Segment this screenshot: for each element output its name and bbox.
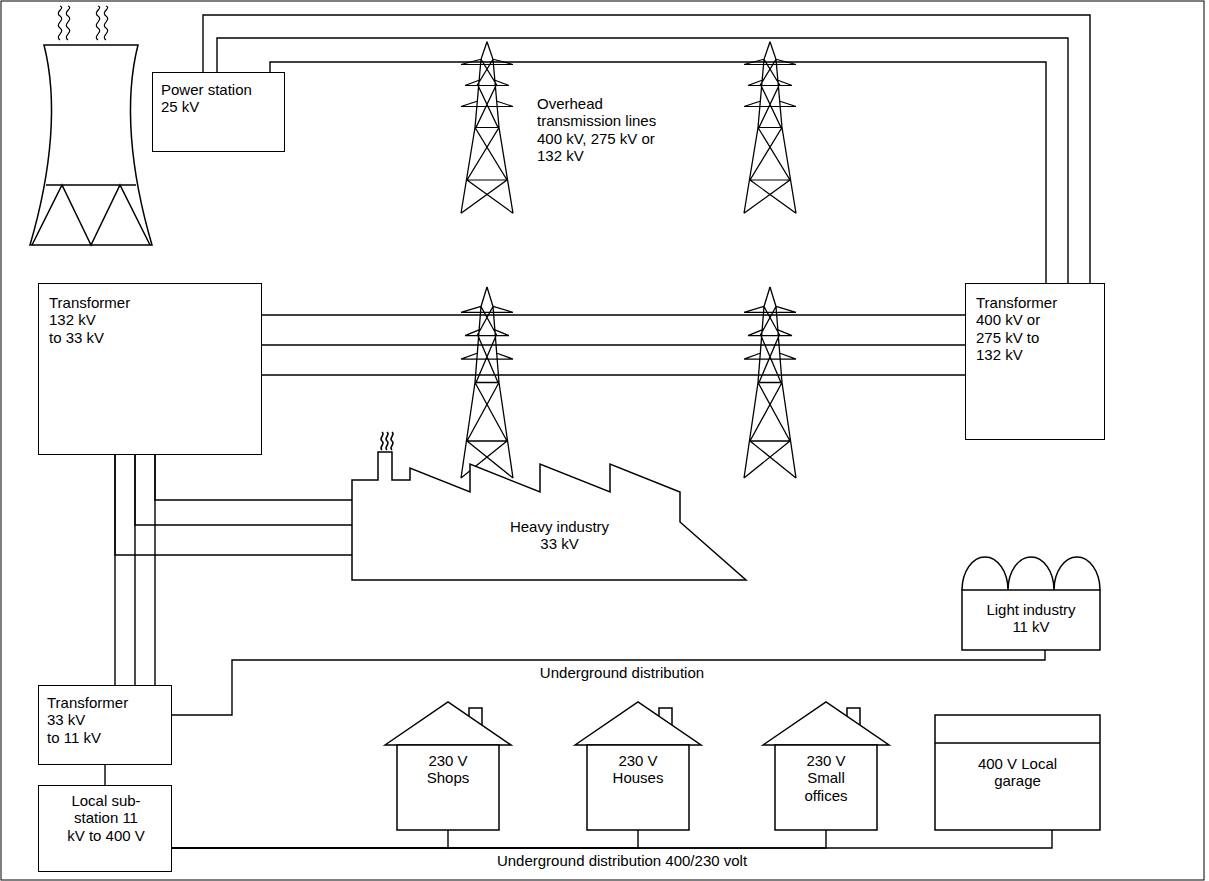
line-label: Underground distribution [520,664,724,681]
house-body [397,745,499,830]
house-node: 230 V Small offices [761,700,891,830]
line-label: Underground distribution 400/230 volt [455,852,789,869]
process-box: Local sub-station 11 kV to 400 V [38,785,172,872]
node-text: 230 V Small offices [796,752,856,804]
node-text: Transformer 33 kV to 11 kV [47,694,131,746]
roof-domes [962,557,1100,590]
process-box: Transformer 400 kV or 275 kV to 132 kV [965,283,1105,440]
house-body [775,745,877,830]
power-line [104,765,105,785]
power-line [172,830,448,848]
tower-base [32,185,150,245]
house-roof [575,702,701,745]
house-roof [763,702,889,745]
house-node: 230 V Houses [573,700,703,830]
factory-outline [352,452,746,580]
power-line [172,830,826,848]
process-box: Transformer 132 kV to 33 kV [38,283,262,455]
process-box: Power station 25 kV [152,72,285,152]
process-box: Transformer 33 kV to 11 kV [38,685,172,765]
node-text: Local sub-station 11 kV to 400 V [65,792,147,844]
garage-outline [935,715,1100,830]
house-node: 230 V Shops [383,700,513,830]
tower-outline [30,45,152,245]
pylon [461,42,513,214]
node-text: 230 V Houses [608,752,668,787]
power-line [262,315,965,375]
power-line [172,830,1052,848]
power-line [115,455,352,555]
power-line [172,830,638,848]
power-line [115,455,155,685]
node-text: Power station 25 kV [161,81,266,116]
garage-band [935,742,1100,744]
line-label: Overhead transmission lines 400 kV, 275 … [535,95,674,164]
power-line [172,650,1045,715]
cooling-tower [30,6,152,245]
factory-shape [352,430,746,580]
domes-node: Light industry 11 kV [962,555,1100,650]
factory-node: Heavy industry 33 kV [352,430,746,580]
building-outline [962,590,1100,650]
steam [58,6,107,40]
house-body [587,745,689,830]
node-text: Heavy industry 33 kV [502,518,617,553]
node-text: Transformer 132 kV to 33 kV [49,294,133,346]
node-text: Transformer 400 kV or 275 kV to 132 kV [976,294,1060,363]
pylon [744,42,796,214]
node-text: 400 V Local garage [975,755,1060,790]
node-text: Light industry 11 kV [981,601,1081,636]
house-roof [385,702,511,745]
power-line [203,15,1090,283]
node-text: 230 V Shops [418,752,478,787]
smoke [381,432,393,450]
garage-node: 400 V Local garage [935,715,1100,830]
